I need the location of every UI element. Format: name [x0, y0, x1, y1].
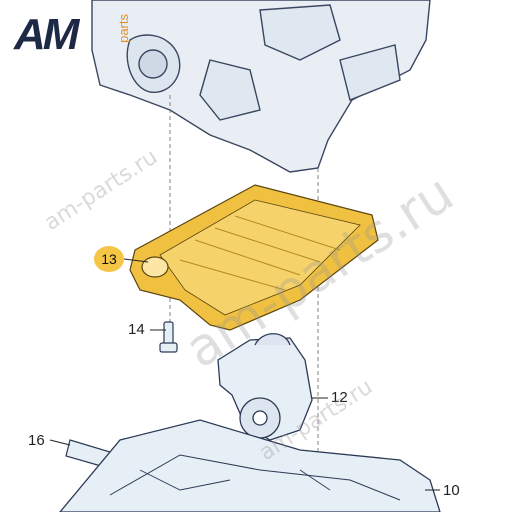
oil-pump-part — [217, 333, 313, 441]
leader-lines — [49, 258, 440, 491]
bolt-part — [159, 321, 178, 353]
callout-14: 14 — [128, 321, 145, 338]
ladder-frame-part — [129, 184, 379, 331]
brand-logo: AM — [14, 10, 79, 59]
callout-10: 10 — [443, 482, 460, 499]
callout-13: 13 — [94, 246, 124, 272]
callout-12: 12 — [331, 389, 348, 406]
callout-16: 16 — [28, 432, 45, 449]
oil-pan-part — [59, 419, 441, 512]
engine-block — [91, 0, 431, 173]
brand-logo-sub: parts — [116, 14, 131, 43]
